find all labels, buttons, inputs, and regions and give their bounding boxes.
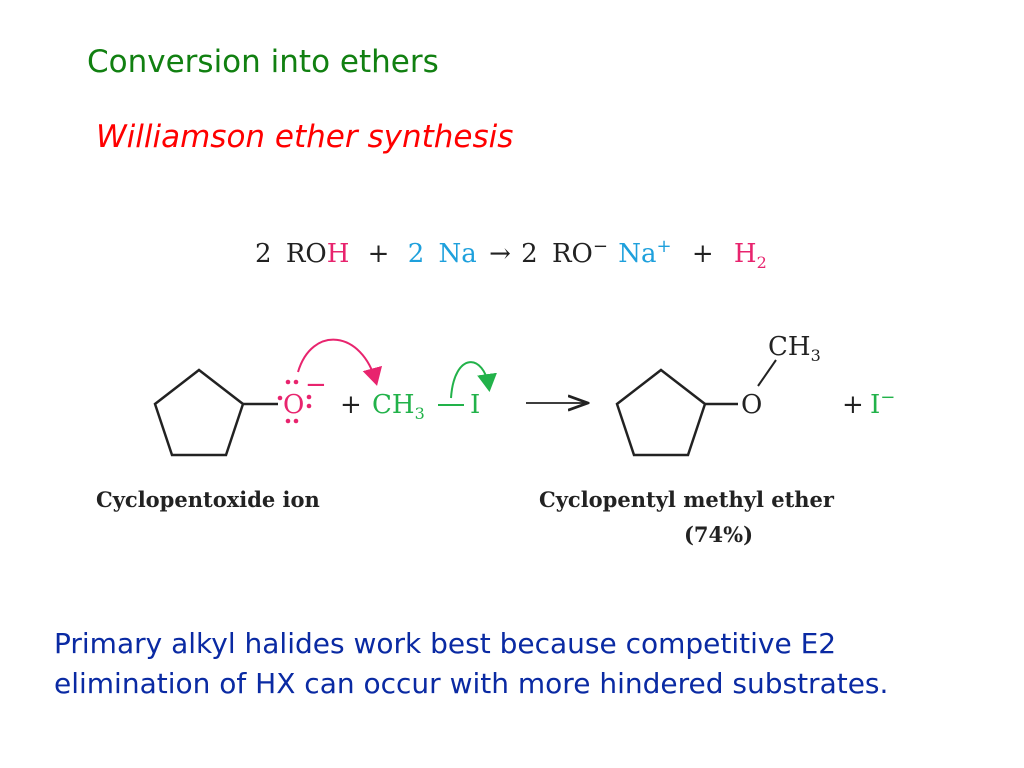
reactant-oxygen-charge: −: [305, 370, 327, 400]
reaction-plus2: +: [842, 390, 864, 420]
slide-subtitle: Williamson ether synthesis: [96, 119, 514, 155]
curved-arrow-bond-to-iodine: [450, 361, 497, 399]
iodine: I: [470, 390, 480, 420]
eq-h: H: [327, 239, 350, 269]
iodide-symbol: I: [870, 390, 880, 420]
eq-ro2: RO: [552, 239, 593, 269]
equation: 2 ROH + 2 Na → 2 RO− Na+ + H2: [255, 229, 767, 272]
eq-h2-sub: 2: [757, 253, 767, 272]
slide-title: Conversion into ethers: [87, 44, 439, 80]
reaction-scheme: 2 ROH + 2 Na → 2 RO− Na+ + H2 O − + CH3 …: [96, 229, 895, 547]
product-methyl: CH3: [768, 332, 821, 365]
reactant-cyclopentane-ring: [153, 368, 245, 457]
eq-na-plus: +: [656, 236, 671, 257]
explanatory-note: Primary alkyl halides work best because …: [54, 627, 889, 700]
product-oxygen: O: [741, 390, 762, 420]
curved-arrow-oxygen-to-carbon: [297, 338, 383, 386]
lone-pair-dots: [277, 379, 312, 424]
eq-plus2: +: [692, 239, 714, 269]
iodide-ion: I−: [870, 387, 895, 420]
product-cyclopentane-ring: [615, 368, 707, 457]
eq-coef2: 2: [521, 239, 538, 269]
eq-na-ion: Na: [618, 239, 656, 269]
eq-h2: H: [734, 239, 757, 269]
eq-plus1: +: [368, 239, 390, 269]
iodide-charge: −: [880, 387, 895, 408]
product-label: Cyclopentyl methyl ether: [539, 487, 835, 512]
eq-na: Na: [439, 239, 477, 269]
reaction-plus1: +: [340, 390, 362, 420]
eq-na-coef: 2: [408, 239, 425, 269]
reactant-label: Cyclopentoxide ion: [96, 487, 320, 512]
eq-coef1: 2: [255, 239, 272, 269]
eq-arrow: →: [489, 239, 511, 269]
yield-label: (74%): [684, 522, 753, 547]
eq-ro: RO: [286, 239, 327, 269]
methyl-sub: 3: [415, 404, 425, 423]
reactant-oxygen: O: [283, 390, 304, 420]
product-o-ch3-bond: [757, 359, 777, 387]
product-methyl-sub: 3: [811, 346, 821, 365]
eq-minus: −: [593, 236, 608, 257]
methyl-group: CH3: [372, 390, 425, 423]
product-methyl-ch: CH: [768, 332, 811, 362]
methyl-ch: CH: [372, 390, 415, 420]
